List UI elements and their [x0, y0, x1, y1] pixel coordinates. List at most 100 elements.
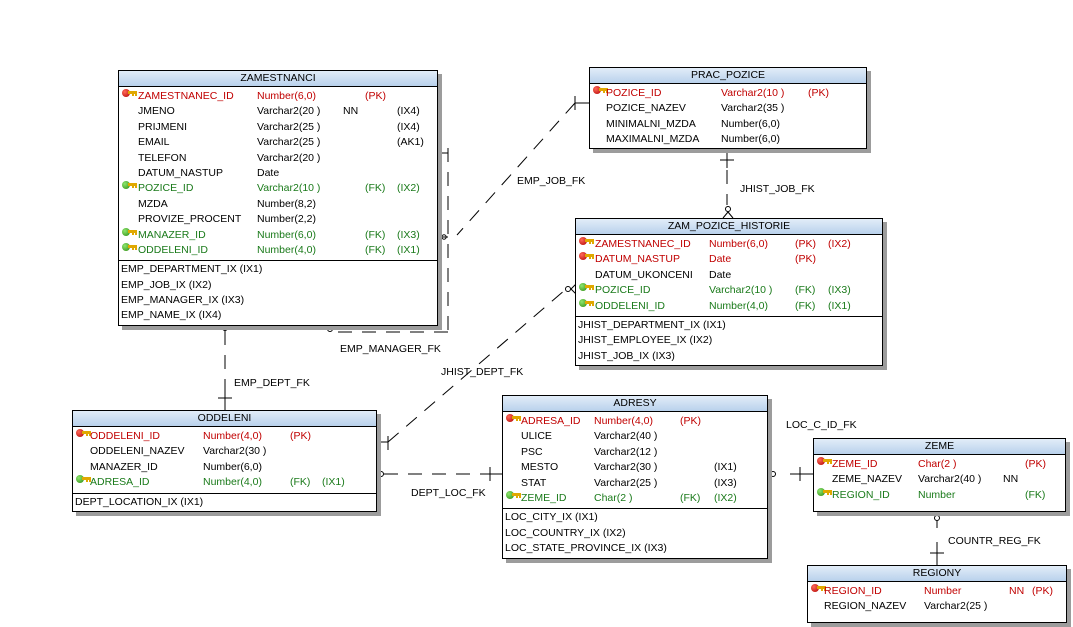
loc-c-id-fk-line[interactable] [770, 467, 814, 481]
column-idx: (IX2) [714, 491, 737, 504]
emp-dept-fk-line[interactable] [218, 325, 232, 411]
emp-manager-fk-line[interactable] [327, 148, 449, 333]
column-name: ULICE [521, 430, 552, 443]
column-type: Number(6,0) [709, 238, 768, 250]
rel-label-jhist-job-fk: JHIST_JOB_FK [740, 183, 815, 195]
column-name: ODDELENI_ID [595, 299, 666, 312]
primary-key-icon [579, 252, 594, 261]
column-key: (FK) [680, 491, 701, 504]
column-nn: NN [1009, 585, 1025, 597]
entity-title: REGIONY [808, 566, 1066, 582]
emp-job-fk-line[interactable] [456, 96, 589, 236]
column-idx: (IX3) [714, 476, 737, 489]
column-name: REGION_ID [832, 488, 890, 501]
column-key: (PK) [290, 430, 311, 442]
index-row[interactable]: EMP_NAME_IX (IX4) [121, 309, 222, 322]
column-idx: (IX1) [397, 243, 420, 256]
column-key: (FK) [795, 284, 816, 297]
column-type: Number(4,0) [257, 243, 316, 256]
column-type: Number(4,0) [203, 476, 262, 489]
column-key: (PK) [795, 238, 816, 250]
column-key: (PK) [365, 90, 386, 102]
index-row[interactable]: DEPT_LOCATION_IX (IX1) [75, 495, 204, 508]
column-type: Number(6,0) [257, 228, 316, 241]
index-row[interactable]: JHIST_EMPLOYEE_IX (IX2) [578, 334, 713, 347]
index-row[interactable]: EMP_MANAGER_IX (IX3) [121, 294, 245, 307]
column-name: TELEFON [138, 151, 187, 164]
index-row[interactable]: JHIST_JOB_IX (IX3) [578, 349, 675, 362]
index-row[interactable]: LOC_STATE_PROVINCE_IX (IX3) [505, 542, 667, 555]
column-type: Varchar2(10 ) [721, 87, 785, 99]
column-name: ODDELENI_NAZEV [90, 445, 185, 458]
index-list: EMP_DEPARTMENT_IX (IX1) EMP_JOB_IX (IX2) E… [119, 260, 437, 325]
index-row[interactable]: LOC_CITY_IX (IX1) [505, 511, 598, 524]
column-type: Number [924, 585, 962, 597]
column-name: PSC [521, 445, 543, 458]
column-name: ODDELENI_ID [90, 430, 161, 442]
column-name: ZAMESTNANEC_ID [138, 90, 234, 102]
primary-key-icon [122, 89, 137, 97]
column-type: Date [709, 253, 732, 266]
foreign-key-icon [122, 227, 137, 236]
column-name: POZICE_ID [606, 87, 662, 99]
jhist-job-fk-line[interactable] [720, 148, 734, 219]
index-row[interactable]: EMP_DEPARTMENT_IX (IX1) [121, 263, 263, 276]
column-type: Varchar2(40 ) [594, 430, 658, 443]
column-row[interactable]: PSC Varchar2(12 ) [503, 445, 767, 460]
index-row[interactable]: EMP_JOB_IX (IX2) [121, 278, 212, 291]
column-name: REGION_ID [824, 585, 882, 597]
column-type: Char(2 ) [594, 491, 633, 504]
entity-title: ZAM_POZICE_HISTORIE [576, 219, 882, 235]
column-type: Varchar2(10 ) [257, 182, 321, 195]
dept-loc-fk-line[interactable] [378, 467, 503, 481]
countr-reg-fk-line[interactable] [930, 515, 944, 566]
column-type: Varchar2(12 ) [594, 445, 658, 458]
index-row[interactable]: JHIST_DEPARTMENT_IX (IX1) [578, 318, 726, 331]
column-type: Varchar2(35 ) [721, 102, 785, 115]
column-row[interactable]: ULICE Varchar2(40 ) [503, 429, 767, 444]
index-row[interactable]: LOC_COUNTRY_IX (IX2) [505, 526, 626, 539]
